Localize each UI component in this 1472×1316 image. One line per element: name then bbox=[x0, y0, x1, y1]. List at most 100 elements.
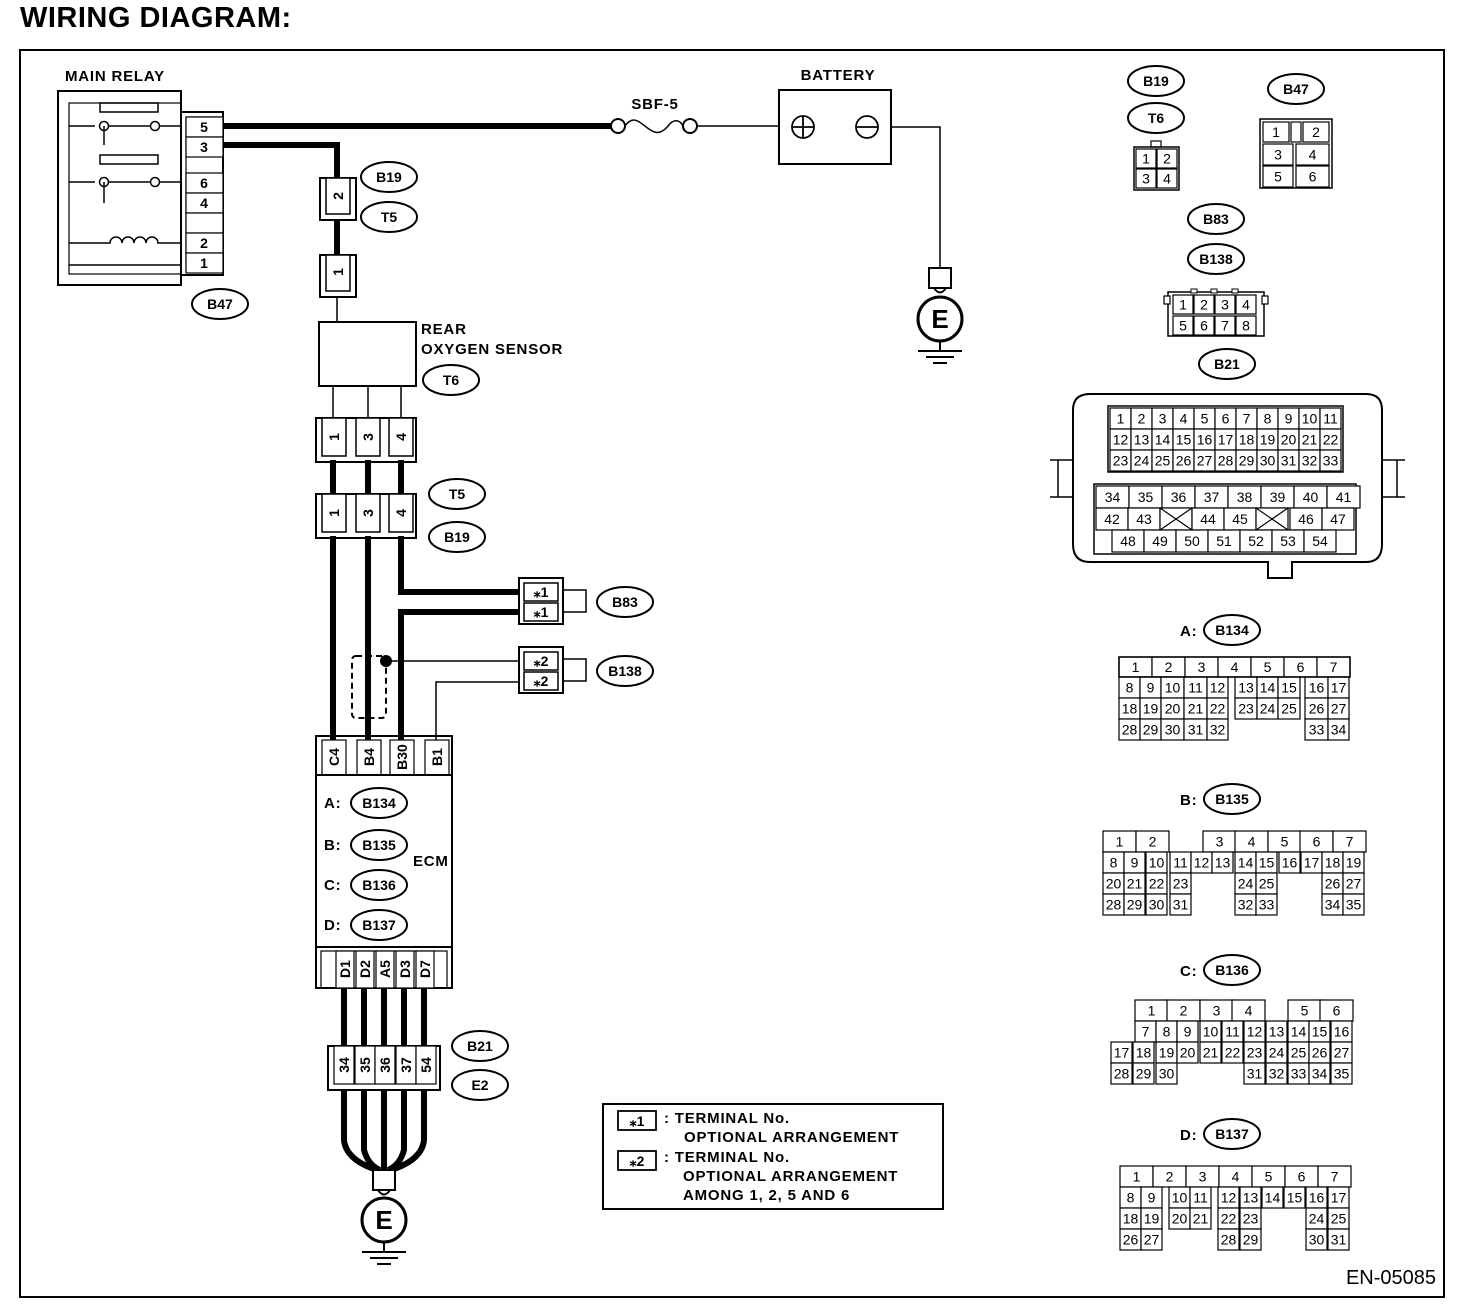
pin-label: 14 bbox=[1155, 432, 1171, 448]
pin-label: 16 bbox=[1282, 855, 1298, 871]
b21-pin: 36 bbox=[377, 1057, 393, 1073]
pin-label: 18 bbox=[1123, 1211, 1139, 1227]
pin-label: 38 bbox=[1237, 489, 1253, 505]
connector-tag: B136 bbox=[1215, 962, 1249, 978]
tag-b47: B47 bbox=[191, 288, 249, 320]
pin-label: 7 bbox=[1221, 318, 1229, 334]
pin-label: 12 bbox=[1210, 680, 1226, 696]
pin-label: 6 bbox=[1298, 1169, 1306, 1185]
pin-label: 24 bbox=[1134, 453, 1150, 469]
connector-tag: B134 bbox=[1215, 622, 1249, 638]
svg-text:ECM: ECM bbox=[413, 853, 449, 870]
pin-label: 29 bbox=[1239, 453, 1255, 469]
pin-label: 4 bbox=[1163, 171, 1171, 187]
pin-label: 21 bbox=[1203, 1045, 1219, 1061]
pin-label: 25 bbox=[1331, 1211, 1347, 1227]
pin-label: 5 bbox=[1301, 1003, 1309, 1019]
pin-label: 22 bbox=[1225, 1045, 1241, 1061]
pin-label: 35 bbox=[1346, 897, 1362, 913]
pin-label: 26 bbox=[1325, 876, 1341, 892]
pin-label: 2 bbox=[1163, 151, 1171, 167]
pin-label: 4 bbox=[1180, 411, 1188, 427]
svg-text:B19: B19 bbox=[376, 169, 402, 185]
pin-label: 5 bbox=[1201, 411, 1209, 427]
svg-text:⁎1: ⁎1 bbox=[630, 1113, 645, 1129]
pin-label: 27 bbox=[1197, 453, 1213, 469]
pin-label: 3 bbox=[1221, 297, 1229, 313]
pin-label: 4 bbox=[1309, 147, 1317, 163]
pin-label: 28 bbox=[1122, 722, 1138, 738]
svg-text:E2: E2 bbox=[471, 1077, 488, 1093]
pin-label: 5 bbox=[1179, 318, 1187, 334]
pin-label: 17 bbox=[1331, 1190, 1347, 1206]
pin-label: 11 bbox=[1188, 680, 1203, 696]
pin-label: 6 bbox=[1333, 1003, 1341, 1019]
pin-label: 23 bbox=[1247, 1045, 1263, 1061]
pin-label: 30 bbox=[1159, 1066, 1175, 1082]
svg-text:BATTERY: BATTERY bbox=[801, 67, 876, 84]
ecm-connector-prefix: B: bbox=[324, 837, 341, 854]
pin-label: 20 bbox=[1106, 876, 1122, 892]
pin-label: 9 bbox=[1184, 1024, 1192, 1040]
svg-text:OPTIONAL ARRANGEMENT: OPTIONAL ARRANGEMENT bbox=[684, 1129, 899, 1146]
pin-label: 25 bbox=[1291, 1045, 1307, 1061]
pin-label: 27 bbox=[1346, 876, 1362, 892]
svg-text:2: 2 bbox=[330, 192, 346, 200]
pin-label: 34 bbox=[1312, 1066, 1328, 1082]
pin-label: 5 bbox=[1274, 169, 1282, 185]
pin-label: 6 bbox=[1200, 318, 1208, 334]
pin-label: 26 bbox=[1312, 1045, 1328, 1061]
pin-label: 3 bbox=[1199, 1169, 1207, 1185]
tag-t5-upper: T5 bbox=[360, 201, 418, 233]
pin-label: 23 bbox=[1238, 701, 1254, 717]
pin-label: 5 bbox=[1265, 1169, 1273, 1185]
pin-label: 10 bbox=[1165, 680, 1181, 696]
pin-label: 34 bbox=[1325, 897, 1341, 913]
wire-relay-3-sensor bbox=[223, 142, 340, 180]
pin-label: 13 bbox=[1238, 680, 1254, 696]
pin-label: 18 bbox=[1239, 432, 1255, 448]
sensor-pin: 3 bbox=[360, 433, 376, 441]
pin-label: 19 bbox=[1159, 1045, 1175, 1061]
pin-label: 34 bbox=[1331, 722, 1347, 738]
pin-label: 20 bbox=[1165, 701, 1181, 717]
pin-label: 50 bbox=[1184, 533, 1200, 549]
pin-label: 20 bbox=[1281, 432, 1297, 448]
pin-label: 8 bbox=[1126, 680, 1134, 696]
pin-label: 40 bbox=[1303, 489, 1319, 505]
pin-label: 53 bbox=[1280, 533, 1296, 549]
pin-label: 47 bbox=[1330, 511, 1346, 527]
pin-label: 29 bbox=[1243, 1232, 1259, 1248]
pin-label: 12 bbox=[1194, 855, 1210, 871]
pin-label: 31 bbox=[1331, 1232, 1347, 1248]
pin-label: 3 bbox=[1216, 834, 1224, 850]
svg-text:REAR: REAR bbox=[421, 321, 467, 338]
svg-text:⁎2: ⁎2 bbox=[534, 673, 549, 689]
pin-label: 30 bbox=[1149, 897, 1165, 913]
pin-label: 1 bbox=[1272, 124, 1280, 140]
svg-text:T5: T5 bbox=[449, 486, 466, 502]
svg-text:⁎2: ⁎2 bbox=[534, 653, 549, 669]
pin-label: 16 bbox=[1197, 432, 1213, 448]
connector-tag: B135 bbox=[1215, 791, 1249, 807]
pin-label: 9 bbox=[1285, 411, 1293, 427]
svg-text:B138: B138 bbox=[608, 663, 642, 679]
connector-b19-t5-upper: 2 1 bbox=[319, 177, 357, 322]
pin-label: 33 bbox=[1323, 453, 1339, 469]
ecm-bottom-pin: A5 bbox=[377, 960, 393, 978]
pin-label: 54 bbox=[1312, 533, 1328, 549]
pin-label: 20 bbox=[1172, 1211, 1188, 1227]
svg-text:B83: B83 bbox=[612, 594, 638, 610]
connector-tag: B83 bbox=[1203, 211, 1229, 227]
tag-b21: B21 bbox=[451, 1030, 509, 1062]
svg-text:⁎2: ⁎2 bbox=[630, 1153, 645, 1169]
pin-label: 27 bbox=[1334, 1045, 1350, 1061]
svg-text:E: E bbox=[931, 304, 948, 334]
pin-label: 36 bbox=[1171, 489, 1187, 505]
pin-label: 48 bbox=[1120, 533, 1136, 549]
pin-label: 31 bbox=[1281, 453, 1297, 469]
pin-label: 19 bbox=[1260, 432, 1276, 448]
